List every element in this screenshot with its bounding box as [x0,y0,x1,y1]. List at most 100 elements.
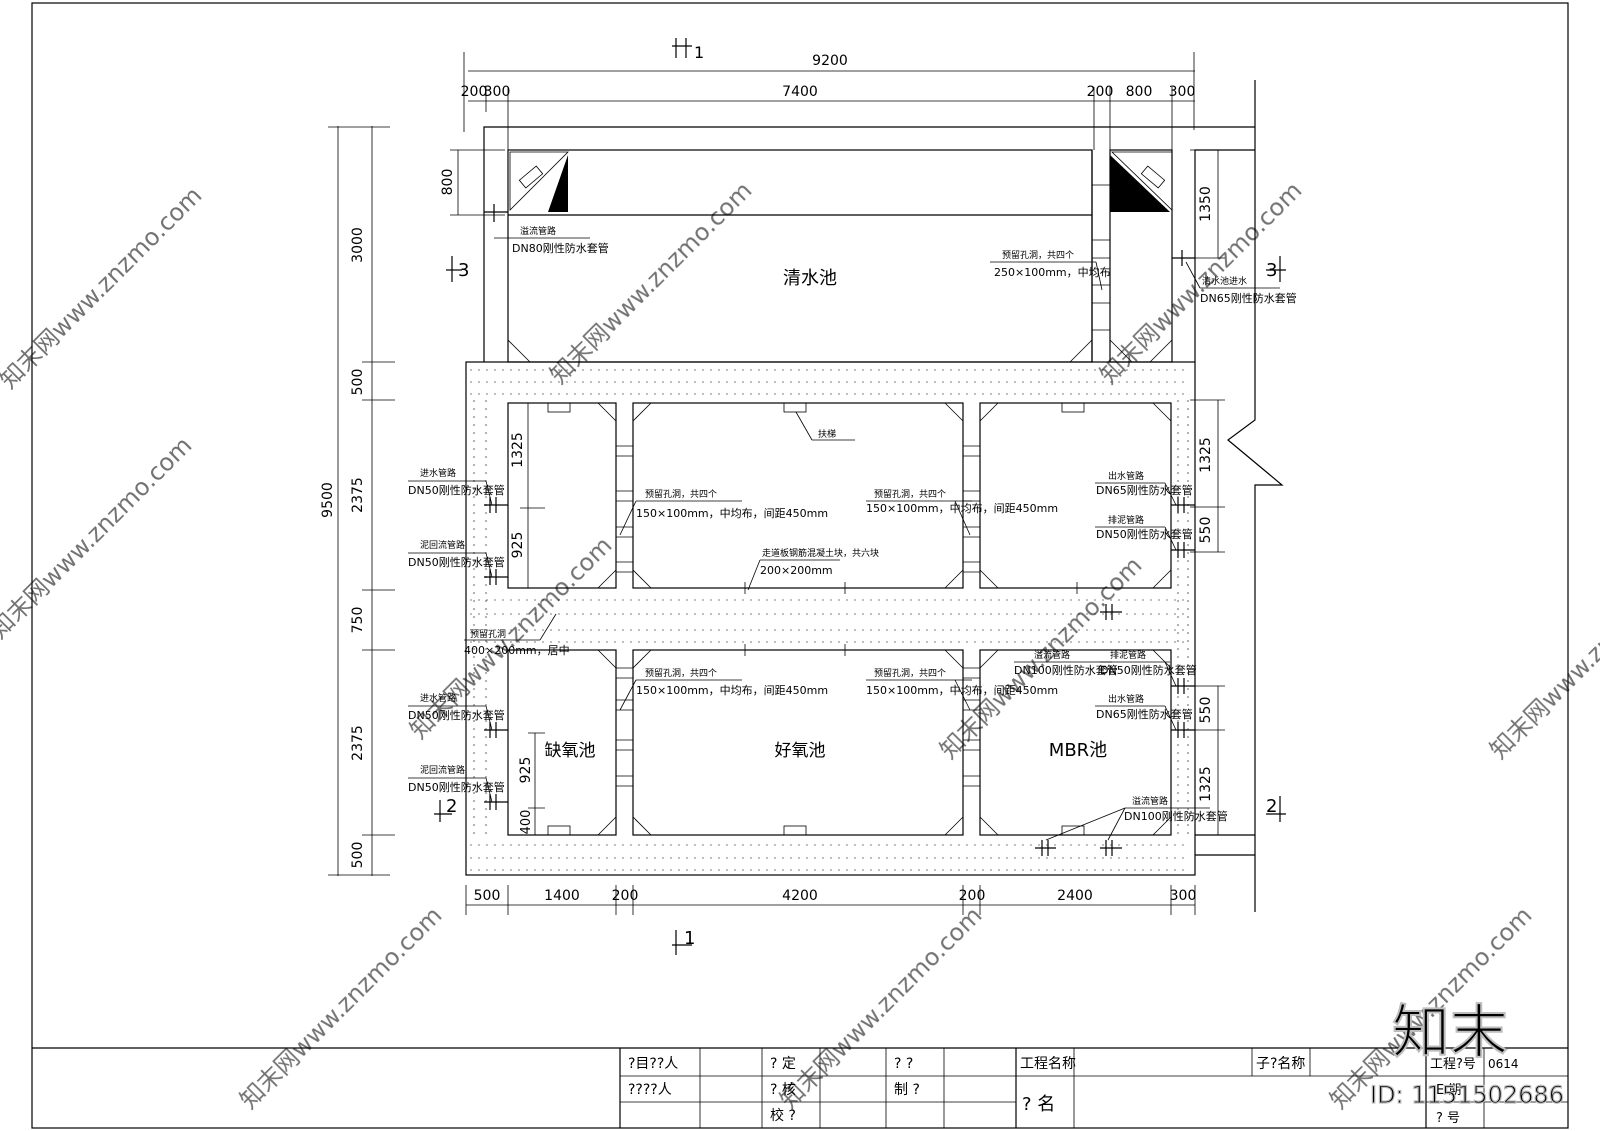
note-text: DN65刚性防水套管 [1096,707,1193,721]
note-text: 200×200mm [760,564,833,577]
section-label: 2 [446,796,457,817]
dim-bottom: 4200 [782,888,818,904]
dim-left-overall: 9500 [320,482,336,518]
note-text: 预留孔洞，共四个 [874,488,946,500]
dim-left-seg: 750 [350,607,366,634]
tb-cell: 工程?号 [1430,1057,1476,1072]
clear-water-tank [483,126,1255,363]
dim-right: 550 [1198,697,1214,724]
note-text: 150×100mm，中均布，间距450mm [636,507,828,520]
note-text: DN50刚性防水套管 [1100,663,1197,677]
note-text: 出水管路 [1108,470,1144,482]
note-text: 150×100mm，中均布，间距450mm [866,502,1058,515]
tb-cell: 0614 [1488,1057,1519,1071]
dim-top-seg: 800 [1126,84,1153,100]
note-text: DN100刚性防水套管 [1014,663,1118,677]
process-tanks [484,204,1195,856]
tb-cell: E 期 [1436,1083,1461,1098]
dim-bottom: 2400 [1057,888,1093,904]
note-text: 400×200mm，居中 [464,644,570,657]
note-text: DN65刚性防水套管 [1200,291,1297,305]
tb-cell: ?目??人 [628,1056,678,1072]
dim-top-overall: 9200 [812,53,848,69]
watermark-text: 知末网www.znzmo.com [0,431,197,644]
dim-bottom: 300 [1170,888,1197,904]
title-block: ?目??人 ????人 ? 定 ? 核 校 ? ? ? 制 ? 工程名称 子?名… [32,1047,1568,1128]
note-text: 排泥管路 [1108,514,1144,526]
section-mark-left-lower: 2 [434,796,457,822]
section-mark-right-lower: 2 [1266,796,1286,822]
bottom-dimensions: 500 1400 200 4200 200 2400 300 [465,885,1197,915]
dim-left-inner: 925 [518,757,534,784]
dim-left-inner: 800 [440,169,456,196]
note-text: DN65刚性防水套管 [1096,483,1193,497]
section-mark-left-upper: 3 [446,256,469,282]
note-text: 预留孔洞，共四个 [645,667,717,679]
tb-cell: ? 名 [1022,1094,1055,1115]
note-text: 预留孔洞，共四个 [1002,249,1074,261]
note-text: 预留孔洞 [470,628,506,640]
tb-cell: ? 核 [770,1082,796,1098]
note-text: 进水管路 [420,692,456,704]
note-text: DN50刚性防水套管 [408,708,505,722]
dim-top-seg: 300 [484,84,511,100]
note-text: 出水管路 [1108,693,1144,705]
dim-left-inner: 400 [519,810,534,835]
top-dimensions: 9200 200 300 7400 200 800 300 [461,52,1196,150]
tb-cell: 校 ? [770,1107,796,1124]
dim-top-seg: 200 [461,84,488,100]
note-text: DN80刚性防水套管 [512,241,609,255]
note-text: DN50刚性防水套管 [1096,527,1193,541]
note-text: 150×100mm，中均布，间距450mm [866,684,1058,697]
dim-right: 1325 [1198,766,1214,802]
section-mark-bottom: 1 [672,928,695,955]
left-dimensions: 9500 3000 500 2375 750 2375 500 800 1325… [320,126,545,876]
dim-top-seg: 300 [1169,84,1196,100]
section-mark-top: 1 [672,38,704,62]
tb-cell: 制 ? [894,1082,920,1098]
note-text: 进水管路 [420,467,456,479]
tb-cell: 工程名称 [1020,1056,1076,1072]
section-label: 1 [694,43,704,62]
watermark-text: 知末网www.znzmo.com [774,901,987,1114]
room-clear-water: 清水池 [783,268,837,289]
dim-right: 550 [1198,517,1214,544]
room-anoxic: 缺氧池 [545,741,596,761]
watermarks: 知末网www.znzmo.com 知末网www.znzmo.com 知末网www… [0,176,1600,1114]
note-text: 250×100mm，中均布 [994,266,1111,279]
note-text: DN50刚性防水套管 [408,555,505,569]
annotations: 溢流管路 DN80刚性防水套管 预留孔洞，共四个 250×100mm，中均布 清… [408,225,1297,841]
note-text: 溢流管路 [1034,649,1070,661]
break-line [1227,80,1284,912]
section-mark-right-upper: 3 [1266,256,1286,282]
note-text: 溢流管路 [1132,795,1168,807]
drawing-frame [31,2,1569,1129]
dim-left-seg: 500 [350,369,366,396]
watermark-text: 知末网www.znzmo.com [0,181,207,394]
note-text: 走道板钢筋混凝土块，共六块 [762,547,879,559]
note-text: 清水池进水 [1202,275,1247,287]
watermark-text: 知末网www.znzmo.com [234,901,447,1114]
note-text: DN50刚性防水套管 [408,780,505,794]
right-dimensions: 1350 1325 550 550 1325 [1190,149,1225,835]
section-label: 3 [1266,260,1277,281]
dim-left-seg: 2375 [350,725,366,761]
section-label: 1 [684,928,695,949]
dim-bottom: 200 [959,888,986,904]
dim-bottom: 1400 [544,888,580,904]
dim-left-seg: 500 [350,842,366,869]
section-label: 2 [1266,796,1277,817]
watermark-logo: 知末 [1392,998,1508,1066]
dim-top-seg: 200 [1087,84,1114,100]
section-label: 3 [458,260,469,281]
note-text: 排泥管路 [1110,649,1146,661]
tb-cell: ? 号 [1436,1111,1460,1126]
note-text: 泥回流管路 [420,539,465,551]
note-text: 扶梯 [818,428,836,440]
watermark-text: 知末网www.znzmo.com [1484,551,1600,764]
watermark-id: ID: 1151502686 [1370,1081,1564,1109]
note-text: 预留孔洞，共四个 [874,667,946,679]
tb-cell: ? ? [894,1056,913,1072]
walkway-hatch [470,369,1190,871]
